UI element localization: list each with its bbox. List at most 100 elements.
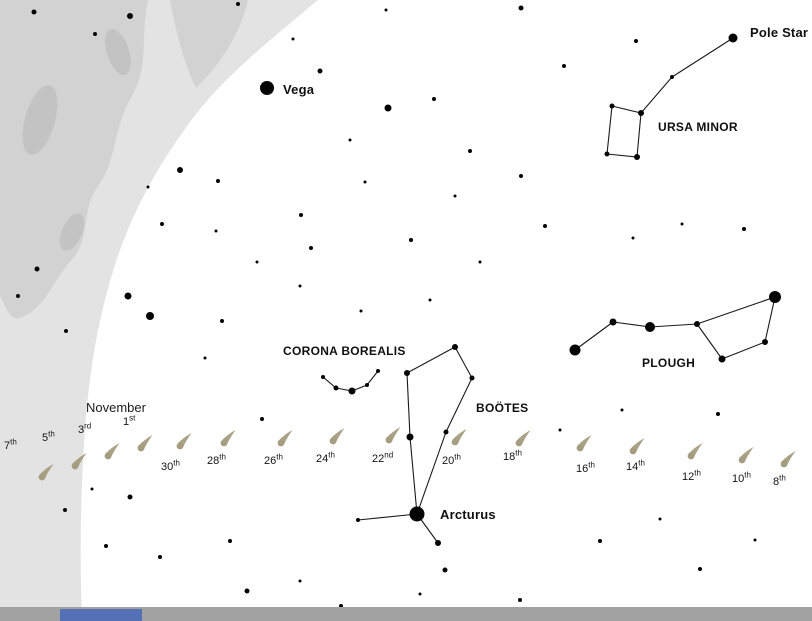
star <box>698 567 702 571</box>
label-arcturus: Arcturus <box>440 507 496 522</box>
star <box>519 174 523 178</box>
meteor-radiant-marker <box>71 453 87 470</box>
star <box>543 224 547 228</box>
comet-head <box>277 439 285 447</box>
star <box>432 97 436 101</box>
star <box>406 433 414 441</box>
comet-head <box>385 436 393 444</box>
radiant-date-label: 3rd <box>78 421 92 436</box>
comet-head <box>38 473 46 481</box>
milkyway-shade-dark <box>59 213 85 251</box>
radiant-date-label: 30th <box>161 458 180 473</box>
stars-layer <box>16 2 781 608</box>
star <box>216 179 220 183</box>
star <box>562 64 566 68</box>
star <box>598 539 602 543</box>
comet-head <box>738 456 746 464</box>
comet-head <box>176 442 184 450</box>
star <box>442 567 448 573</box>
star <box>558 428 562 432</box>
star <box>146 185 150 189</box>
star <box>298 284 302 288</box>
star <box>160 222 164 226</box>
star <box>31 9 37 15</box>
star <box>127 13 133 19</box>
constellation-line <box>721 341 766 360</box>
meteor-radiant-marker <box>277 430 293 447</box>
constellation-line <box>357 513 418 521</box>
label-pole-star: Pole Star <box>750 25 809 40</box>
constellation-line <box>649 323 698 328</box>
star <box>569 344 581 356</box>
meteor-radiant-marker <box>629 438 645 455</box>
meteor-radiant-marker <box>38 464 54 481</box>
star <box>359 309 363 313</box>
star <box>645 322 655 332</box>
star <box>658 517 662 521</box>
star <box>620 408 624 412</box>
constellation-line <box>366 370 379 386</box>
constellation-line <box>696 296 776 325</box>
star <box>384 104 392 112</box>
radiant-date-label: 12th <box>682 468 701 483</box>
constellation-line <box>612 321 651 328</box>
constellation-line <box>671 37 734 78</box>
milkyway-shade <box>0 0 148 319</box>
meteor-radiant-marker <box>451 429 467 446</box>
comet-head <box>629 447 637 455</box>
constellation-line <box>454 346 473 379</box>
star <box>680 222 684 226</box>
star <box>428 298 432 302</box>
radiant-date-label: 20th <box>442 452 461 467</box>
star <box>16 294 20 298</box>
label-month-november: November <box>86 400 146 415</box>
star <box>348 387 356 395</box>
meteor-radiant-marker <box>780 451 796 468</box>
meteor-radiant-marker <box>515 430 531 447</box>
meteor-radiant-marker <box>385 427 401 444</box>
constellation-line <box>606 153 638 158</box>
star <box>317 68 323 74</box>
comet-head <box>137 444 145 452</box>
radiant-date-label: 8th <box>773 473 786 488</box>
star <box>214 229 218 233</box>
star <box>255 260 259 264</box>
radiant-date-label: 7th <box>4 437 17 452</box>
milkyway-shade-dark <box>105 28 131 76</box>
constellation-line <box>764 296 776 343</box>
star <box>90 487 94 491</box>
star <box>64 329 68 333</box>
star <box>203 356 207 360</box>
meteor-radiant-layer <box>38 427 796 481</box>
comet-head <box>515 439 523 447</box>
label-plough: PLOUGH <box>642 356 696 370</box>
constellation-line <box>409 436 418 515</box>
bottom-bar-accent <box>60 609 142 621</box>
star <box>670 75 674 79</box>
star <box>299 213 303 217</box>
star <box>742 227 746 231</box>
star <box>104 544 108 548</box>
label-bootes: BOÖTES <box>476 401 529 415</box>
constellation-line <box>611 105 642 114</box>
star <box>478 260 482 264</box>
star <box>634 39 638 43</box>
comet-head <box>576 444 584 452</box>
star <box>260 81 274 95</box>
star <box>260 417 264 421</box>
radiant-date-label: 26th <box>264 452 283 467</box>
constellation-lines-layer <box>322 37 776 544</box>
meteor-radiant-marker <box>220 430 236 447</box>
star <box>384 8 388 12</box>
radiant-date-label: 5th <box>42 429 55 444</box>
constellation-line <box>574 321 614 351</box>
star <box>356 518 360 522</box>
star <box>728 33 738 43</box>
star <box>348 138 352 142</box>
star <box>244 588 250 594</box>
star <box>638 110 644 116</box>
star <box>518 5 524 11</box>
constellation-line <box>406 346 456 374</box>
radiant-date-label: 1st <box>123 413 136 428</box>
